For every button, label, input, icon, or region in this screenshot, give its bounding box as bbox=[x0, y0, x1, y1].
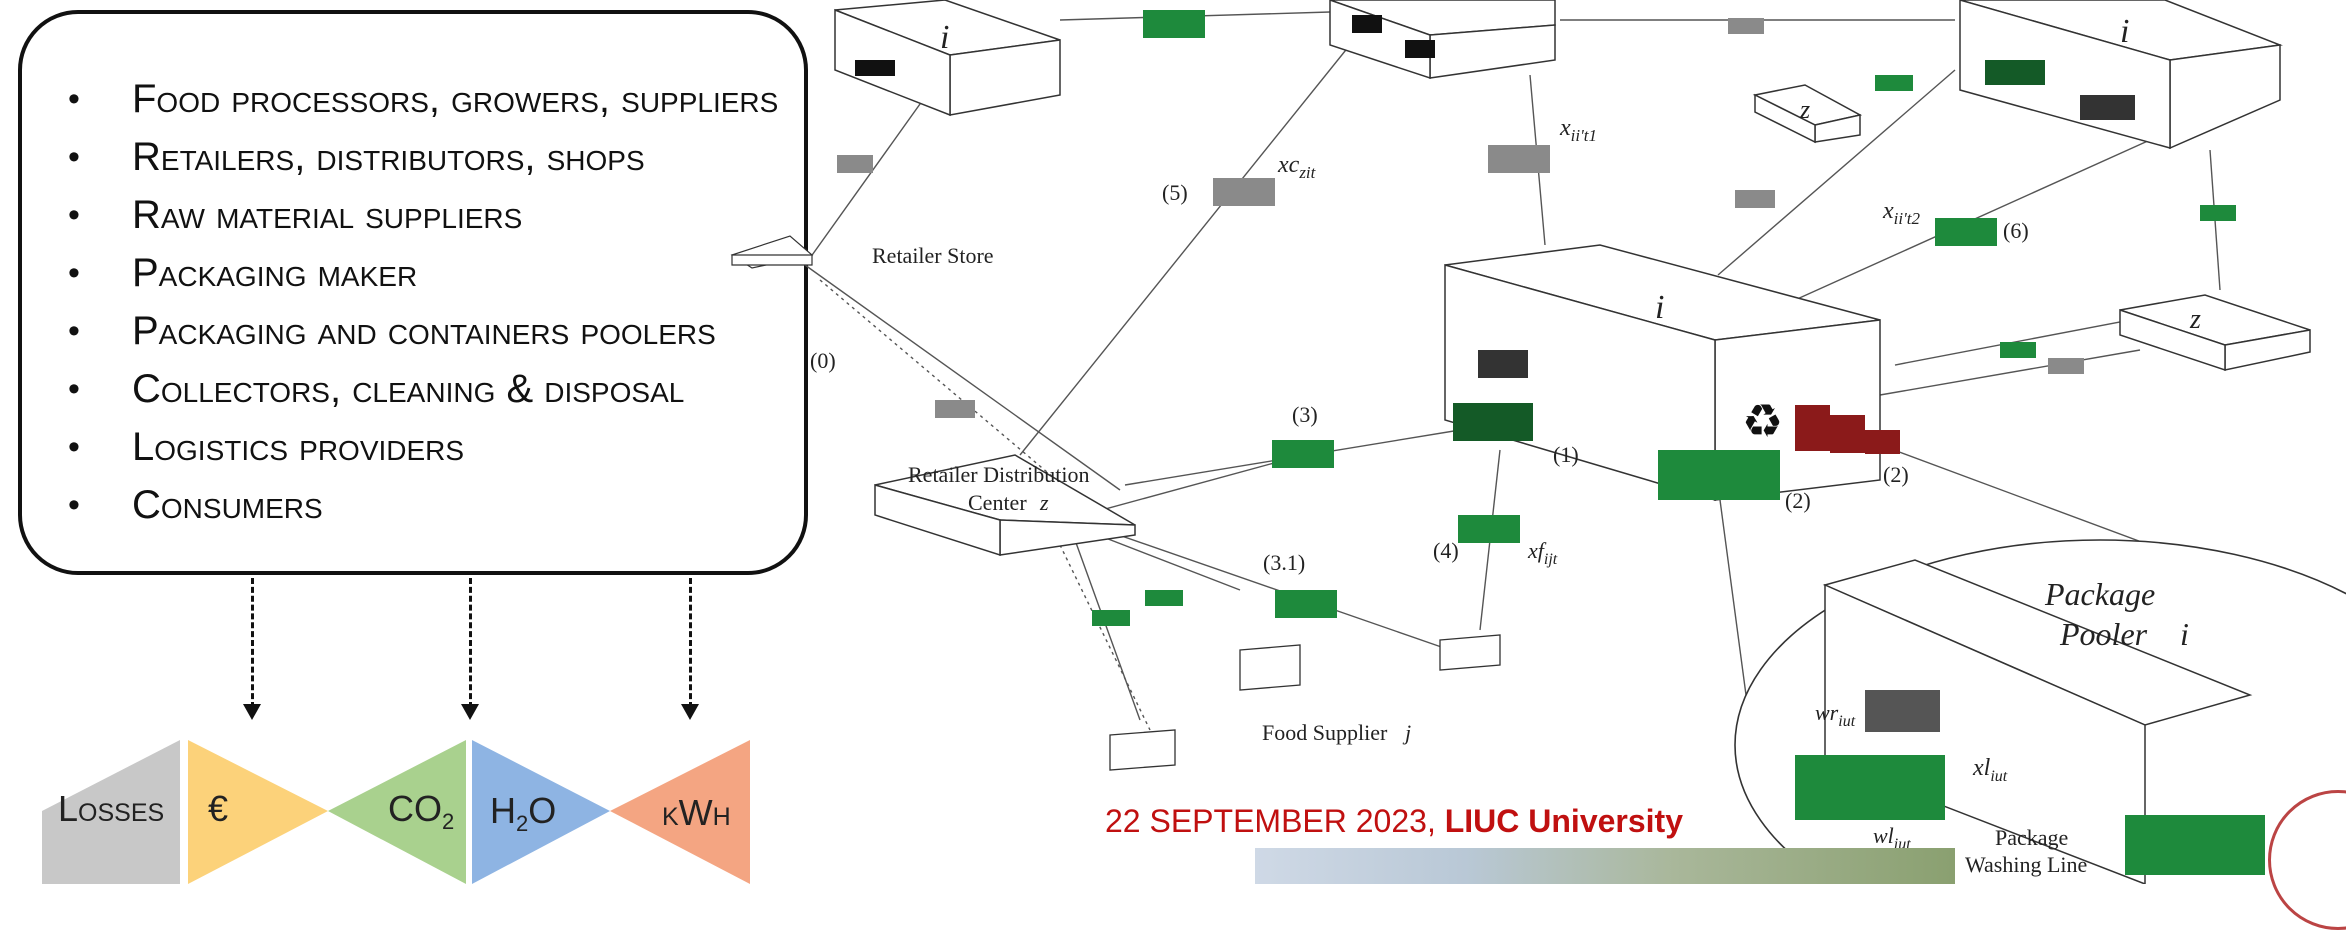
stakeholder-item: Raw material suppliers bbox=[58, 186, 804, 244]
pooler-node-label: i bbox=[2180, 616, 2189, 652]
dashed-connector bbox=[689, 578, 692, 708]
retailer-store-label: Retailer Store bbox=[872, 243, 994, 268]
impact-bar bbox=[42, 740, 750, 884]
landscape-photo bbox=[1255, 848, 1955, 884]
losses-triangle bbox=[42, 740, 180, 884]
kwh-label: kWh bbox=[662, 792, 731, 833]
flow-label-0: (0) bbox=[810, 348, 836, 373]
losses-label: Losses bbox=[58, 788, 165, 829]
washing-line-label2: Washing Line bbox=[1965, 852, 2087, 877]
flow-label-6: (6) bbox=[2003, 218, 2029, 243]
node-label: i bbox=[2120, 13, 2129, 50]
dashed-connector bbox=[251, 578, 254, 708]
stakeholder-item: Packaging and containers poolers bbox=[58, 302, 804, 360]
pooler-title: Package bbox=[2044, 576, 2155, 612]
diagram-canvas: i i i z z bbox=[42, 0, 2346, 884]
flow-label-31: (3.1) bbox=[1263, 550, 1305, 575]
event-date: 22 SEPTEMBER 2023, bbox=[1105, 803, 1445, 839]
food-supplier-var: j bbox=[1402, 720, 1411, 745]
pooler-title: Pooler bbox=[2059, 616, 2148, 652]
flow-label-1: (1) bbox=[1553, 442, 1579, 467]
flow-label-3: (3) bbox=[1292, 402, 1318, 427]
event-banner: 22 SEPTEMBER 2023, LIUC University bbox=[1105, 803, 1683, 840]
co2-triangle bbox=[328, 740, 466, 884]
rdc-label-line1: Retailer Distribution bbox=[908, 462, 1089, 487]
flow-label-2b: (2) bbox=[1883, 462, 1909, 487]
stakeholder-list: Food processors, growers, suppliers Reta… bbox=[22, 14, 804, 534]
var-x1: xii't1 bbox=[1559, 115, 1597, 145]
h2o-label: H2O bbox=[490, 790, 557, 837]
washing-line-label1: Package bbox=[1995, 825, 2068, 850]
event-organization: LIUC University bbox=[1444, 803, 1683, 839]
node-label: i bbox=[1655, 289, 1664, 326]
retailer-store bbox=[730, 235, 814, 269]
euro-triangle bbox=[188, 740, 328, 884]
pooler-detail: Package Pooler i bbox=[1734, 539, 2346, 884]
warehouse-icon bbox=[1109, 634, 1501, 771]
arrow-down-icon bbox=[243, 704, 261, 720]
retailer-distribution-center bbox=[874, 454, 1136, 557]
rdc-node-label: z bbox=[1039, 490, 1049, 515]
flow-label-4: (4) bbox=[1433, 538, 1459, 563]
stakeholder-item: Logistics providers bbox=[58, 418, 804, 476]
var-xc: xczit bbox=[1277, 152, 1317, 182]
arrow-down-icon bbox=[681, 704, 699, 720]
var-wr: wriut bbox=[1815, 700, 1856, 730]
crate-icon bbox=[837, 10, 2236, 626]
stakeholder-panel: Food processors, growers, suppliers Reta… bbox=[18, 10, 808, 575]
rdc-label-line2: Center bbox=[968, 490, 1027, 515]
flow-label-5: (5) bbox=[1162, 180, 1188, 205]
var-xf: xfijt bbox=[1527, 538, 1558, 568]
flow-label-2: (2) bbox=[1785, 488, 1811, 513]
recycle-icon: ♻ bbox=[1742, 394, 1783, 448]
stakeholder-item: Collectors, cleaning & disposal bbox=[58, 360, 804, 418]
node-label: i bbox=[940, 19, 949, 56]
food-supplier-label: Food Supplier bbox=[1262, 720, 1388, 745]
pooler-node-top bbox=[1329, 0, 1556, 80]
distribution-node-top: z bbox=[1752, 84, 1863, 144]
var-xl: xliut bbox=[1972, 755, 2008, 785]
node-label: z bbox=[1799, 95, 1810, 124]
stakeholder-item: Retailers, distributors, shops bbox=[58, 128, 804, 186]
euro-label: € bbox=[208, 788, 229, 829]
dashed-connector bbox=[469, 578, 472, 708]
arrow-down-icon bbox=[461, 704, 479, 720]
stakeholder-item: Packaging maker bbox=[58, 244, 804, 302]
h2o-triangle bbox=[472, 740, 610, 884]
co2-label: CO2 bbox=[388, 788, 455, 835]
kwh-triangle bbox=[610, 740, 750, 884]
var-x2: xii't2 bbox=[1882, 198, 1920, 228]
node-label: z bbox=[2189, 304, 2201, 335]
distribution-node-right: z bbox=[2119, 294, 2311, 372]
stakeholder-item: Consumers bbox=[58, 476, 804, 534]
pooler-node-topleft: i bbox=[834, 0, 1061, 117]
stakeholder-item: Food processors, growers, suppliers bbox=[58, 70, 804, 128]
